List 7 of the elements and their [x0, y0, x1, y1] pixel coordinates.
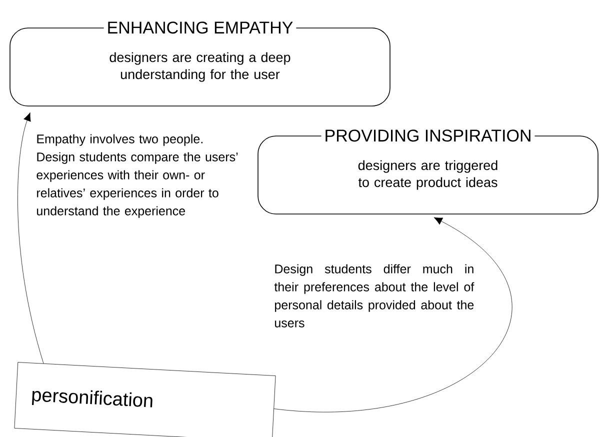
- arrow: [18, 112, 44, 364]
- arrow: [274, 217, 512, 412]
- concept-box: personification: [14, 362, 276, 437]
- box-heading: PROVIDING INSPIRATION: [321, 126, 535, 145]
- box-heading: ENHANCING EMPATHY: [104, 18, 296, 37]
- edge-label: Design students differ much in their preferences about the level of personal details provided about the users: [274, 264, 474, 328]
- edge-label: Empathy involves two people. Design students compare the users’ experiences with their own- or relatives’ experiences in order to understand the experience: [36, 134, 238, 218]
